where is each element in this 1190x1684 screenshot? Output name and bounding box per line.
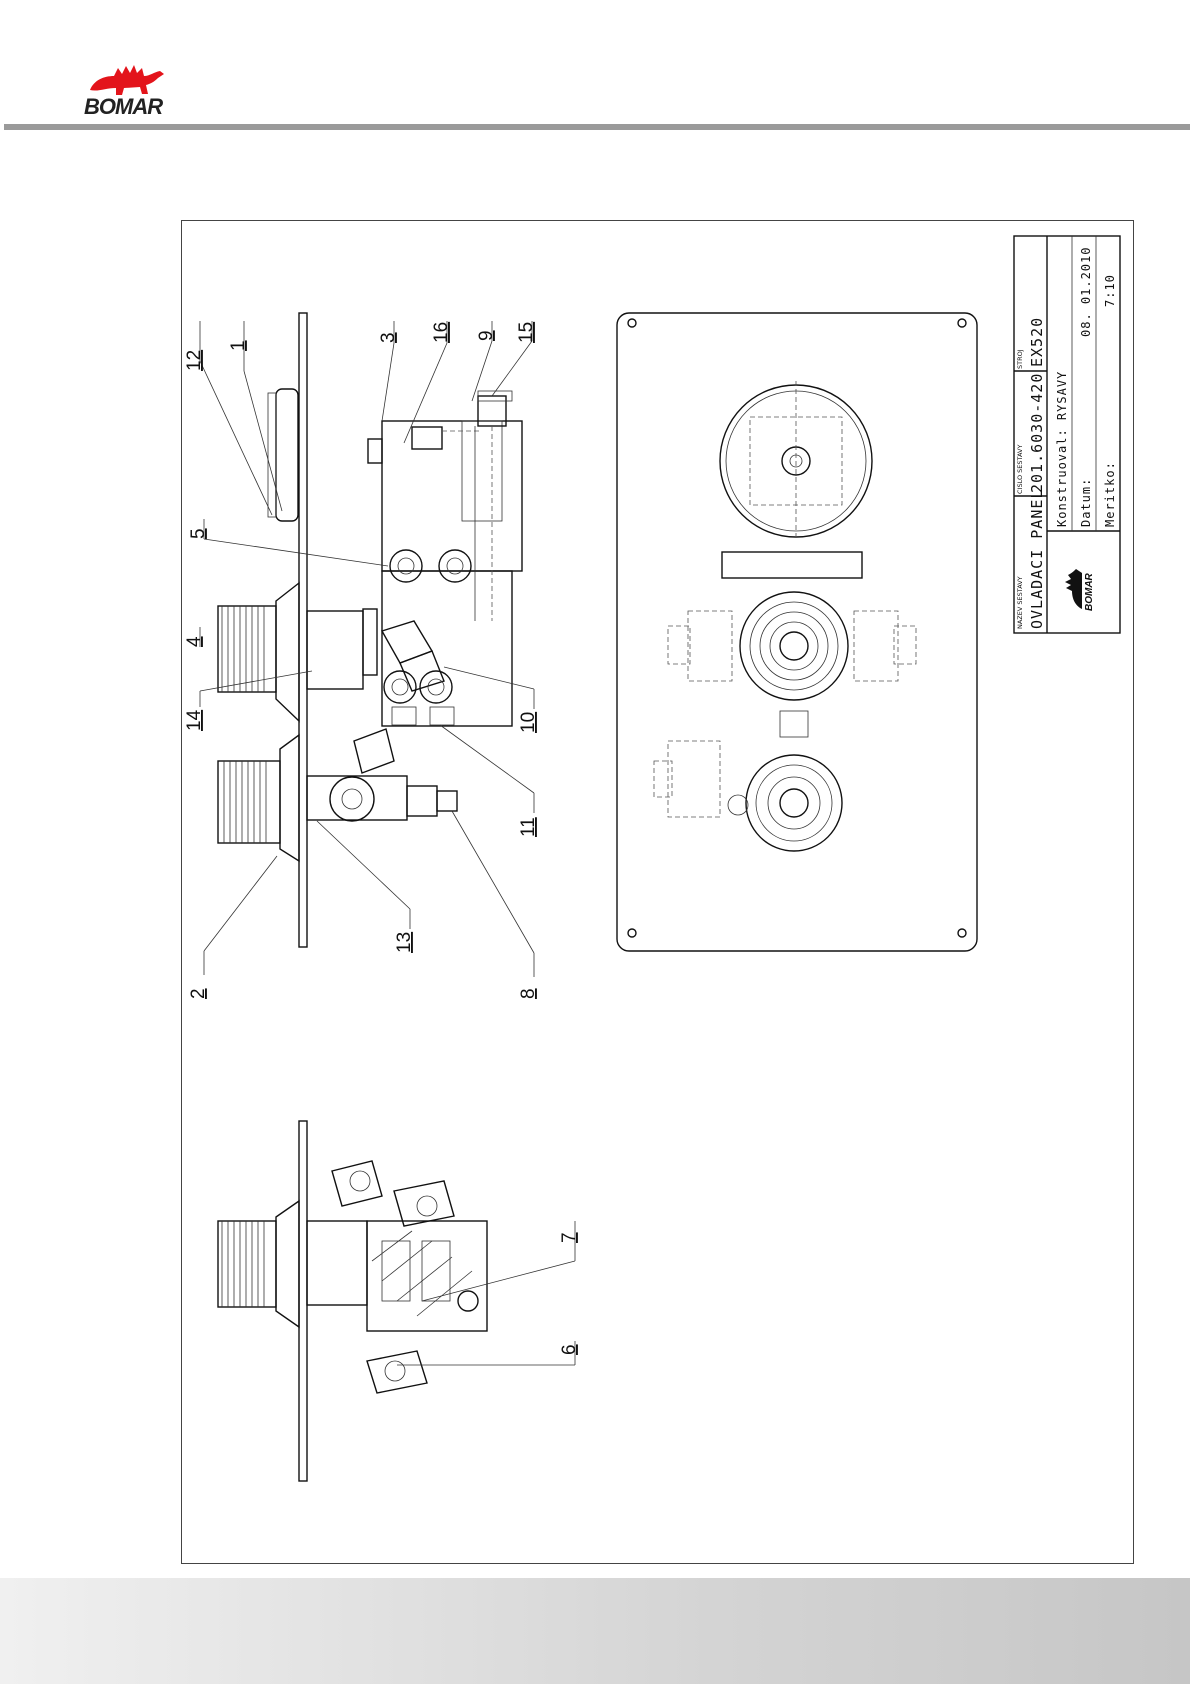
knob-2 bbox=[218, 761, 280, 843]
dinosaur-icon bbox=[1065, 569, 1082, 609]
item-8: 8 bbox=[518, 988, 539, 999]
date-value: 08. 01.2010 bbox=[1079, 247, 1093, 337]
item-12: 12 bbox=[184, 350, 205, 371]
item-3: 3 bbox=[378, 332, 399, 343]
item-9: 9 bbox=[476, 330, 497, 341]
title-block-logo-text: BOMAR bbox=[1084, 572, 1095, 611]
machine-name: EX520 bbox=[1028, 317, 1046, 367]
item-15: 15 bbox=[516, 322, 537, 343]
date-label: Datum: bbox=[1079, 478, 1093, 527]
drawing-sheet: 12 1 3 16 9 15 5 4 14 10 11 2 13 8 7 6 bbox=[181, 220, 1134, 1564]
footer-band bbox=[0, 1578, 1190, 1684]
title-block-logo: BOMAR bbox=[1065, 569, 1095, 611]
item-11: 11 bbox=[518, 817, 539, 837]
item-10: 10 bbox=[518, 712, 539, 733]
knob-4-face bbox=[740, 592, 848, 700]
item-4: 4 bbox=[184, 636, 205, 647]
item-2: 2 bbox=[188, 988, 209, 999]
logo-wordmark: BOMAR bbox=[84, 94, 162, 120]
section-block bbox=[367, 1221, 487, 1331]
assembly-number: 201.6030-420 bbox=[1028, 373, 1046, 493]
scale-value: 7:10 bbox=[1103, 274, 1117, 307]
item-5: 5 bbox=[188, 528, 209, 539]
assembly-name: OVLADACI PANEL bbox=[1028, 489, 1046, 629]
item-6: 6 bbox=[559, 1344, 580, 1355]
top-view bbox=[218, 313, 522, 947]
side-view bbox=[218, 1121, 487, 1481]
item-16: 16 bbox=[431, 322, 452, 343]
scale-label: Meritko: bbox=[1103, 461, 1117, 527]
item-13: 13 bbox=[394, 932, 415, 953]
name-label: NAZEV SESTAVY bbox=[1016, 576, 1024, 629]
knob-2-face bbox=[746, 755, 842, 851]
machine-label: STROJ bbox=[1016, 349, 1024, 369]
designer: Konstruoval: RYSAVY bbox=[1055, 371, 1069, 527]
panel-plate bbox=[299, 313, 307, 947]
manifold-block bbox=[382, 421, 522, 571]
title-block: NAZEV SESTAVY OVLADACI PANEL CISLO SESTA… bbox=[1014, 236, 1120, 633]
item-14: 14 bbox=[184, 709, 205, 731]
front-view bbox=[617, 313, 977, 951]
item-7: 7 bbox=[559, 1232, 580, 1243]
item-1: 1 bbox=[228, 340, 249, 351]
technical-drawing: 12 1 3 16 9 15 5 4 14 10 11 2 13 8 7 6 bbox=[182, 221, 1135, 1565]
dinosaur-icon bbox=[84, 58, 174, 98]
header-rule bbox=[4, 124, 1190, 130]
bomar-logo: BOMAR bbox=[84, 58, 174, 120]
knob-side bbox=[218, 1221, 276, 1307]
number-label: CISLO SESTAVY bbox=[1016, 445, 1024, 494]
